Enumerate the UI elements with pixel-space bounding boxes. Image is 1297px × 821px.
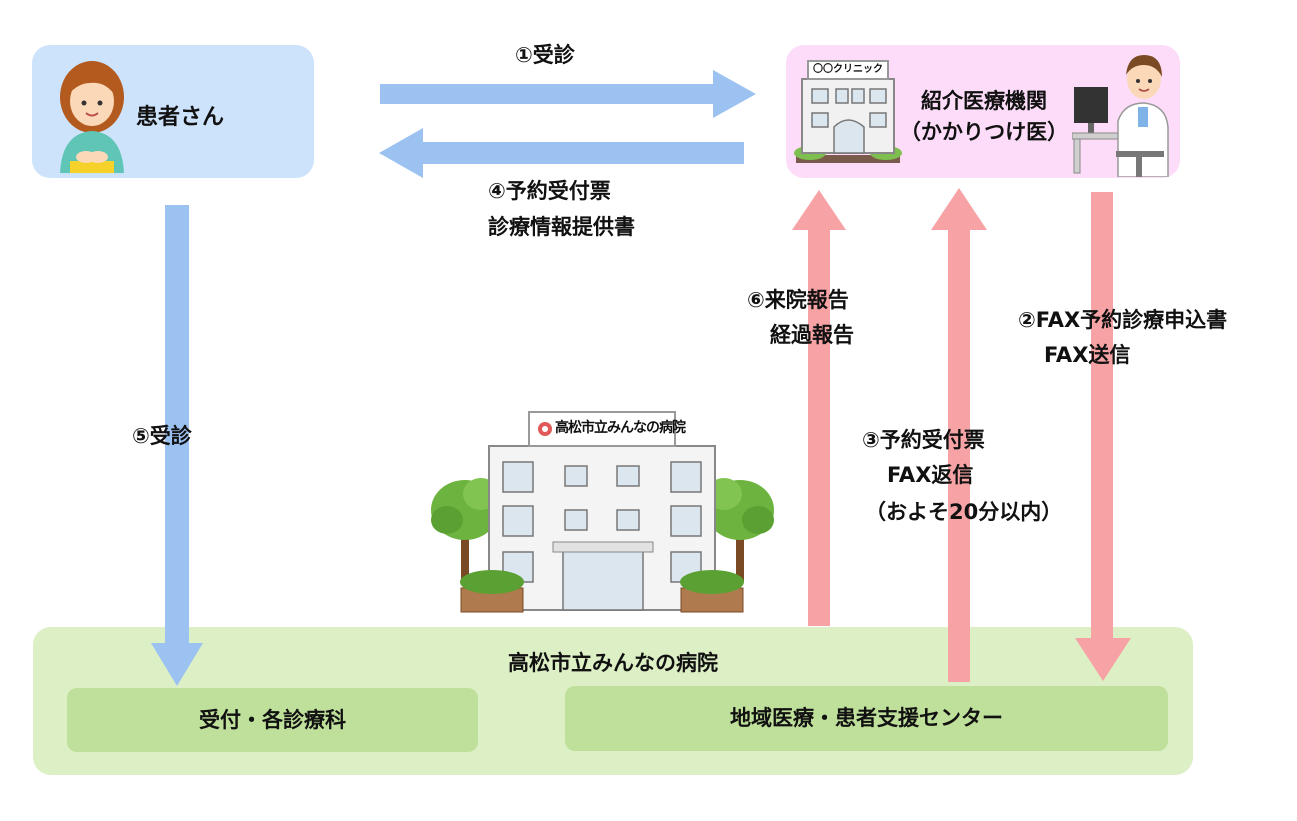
step1-label: ①受診 (515, 43, 575, 67)
clinic-building-icon (794, 60, 902, 163)
clinic-sign: 〇〇クリニック (813, 64, 883, 75)
arrow-step4-left (379, 128, 744, 178)
hospital-name: 高松市立みんなの病院 (508, 651, 718, 675)
doctor-at-desk-icon (1072, 55, 1169, 177)
hospital-sign: 高松市立みんなの病院 (555, 420, 686, 436)
step2-label-line1: ②FAX予約診療申込書 (1018, 308, 1228, 332)
clinic-box: 〇〇クリニック 紹介医療機関 （かかりつけ医） (786, 45, 1180, 178)
support-center-label: 地域医療・患者支援センター (730, 706, 1003, 730)
step3-label-line1: ③予約受付票 (862, 428, 985, 452)
reception-box: 受付・各診療科 (67, 688, 478, 752)
step6-label-line1: ⑥来院報告 (747, 288, 849, 312)
step3-label-line3: （およそ20分以内） (865, 500, 1063, 524)
arrow-step2-down (1075, 192, 1131, 681)
step4-label-line1: ④予約受付票 (488, 179, 611, 203)
arrow-step3-up (931, 188, 987, 682)
arrow-step6-up (792, 190, 846, 626)
patient-label: 患者さん (136, 105, 225, 130)
reception-label: 受付・各診療科 (199, 708, 346, 732)
step3-label-line2: FAX返信 (887, 463, 974, 487)
woman-patient-icon (60, 61, 124, 173)
step2-label-line2: FAX送信 (1044, 343, 1131, 367)
clinic-label-line2: （かかりつけ医） (899, 120, 1069, 144)
support-center-box: 地域医療・患者支援センター (565, 686, 1168, 751)
step5-label: ⑤受診 (132, 424, 192, 448)
hospital-building-icon (431, 411, 774, 613)
patient-box: 患者さん (32, 45, 314, 178)
step6-label-line2: 経過報告 (770, 323, 854, 347)
arrow-step1-right (380, 70, 756, 118)
arrow-step5-down (151, 205, 203, 686)
clinic-label-line1: 紹介医療機関 (921, 89, 1047, 113)
step4-label-line2: 診療情報提供書 (488, 215, 635, 239)
